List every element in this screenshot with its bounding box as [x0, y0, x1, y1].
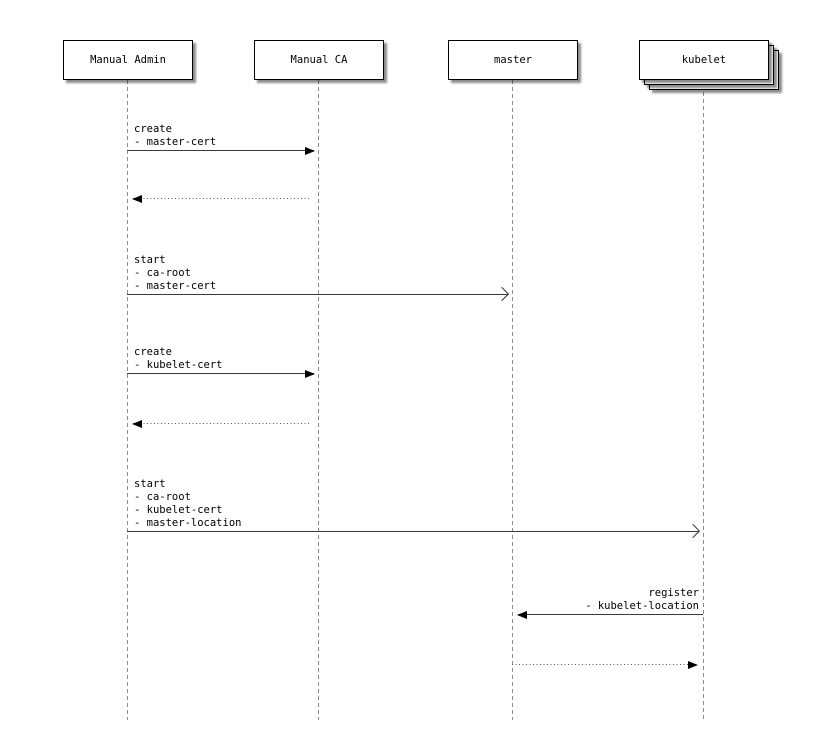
message-label: register - kubelet-location	[585, 587, 699, 612]
message-line-return	[512, 660, 698, 669]
message-line-return	[132, 419, 311, 428]
message-line-return	[132, 194, 311, 203]
actor-label: kubelet	[681, 54, 727, 66]
lifeline-manual-ca	[318, 80, 319, 720]
lifeline-manual-admin	[127, 80, 128, 720]
arrowhead-filled-icon	[305, 146, 315, 155]
arrowhead-open-icon	[494, 286, 510, 302]
actor-label: Manual Admin	[90, 54, 166, 66]
arrowhead-filled-icon	[132, 194, 142, 203]
message-label: create - master-cert	[134, 123, 217, 148]
lifeline-kubelet	[703, 92, 704, 720]
message-label: start - ca-root - kubelet-cert - master-…	[134, 478, 242, 529]
actor-box-kubelet: kubelet	[639, 40, 769, 80]
message-line-create-master-cert	[127, 146, 315, 155]
actor-box-manual-admin: Manual Admin	[63, 40, 193, 80]
actor-label: Manual CA	[290, 54, 348, 66]
actor-label: master	[494, 54, 532, 66]
message-label: start - ca-root - master-cert	[134, 254, 217, 292]
arrowhead-filled-icon	[132, 419, 142, 428]
arrowhead-filled-icon	[305, 369, 315, 378]
arrowhead-open-icon	[685, 523, 701, 539]
arrowhead-filled-icon	[517, 610, 527, 619]
message-line-start-kubelet	[127, 523, 701, 539]
actor-box-master: master	[448, 40, 578, 80]
actor-box-manual-ca: Manual CA	[254, 40, 384, 80]
message-label: create - kubelet-cert	[134, 346, 223, 371]
lifeline-master	[512, 80, 513, 720]
arrowhead-filled-icon	[688, 660, 698, 669]
message-line-register	[517, 610, 703, 619]
message-line-start-master	[127, 286, 510, 302]
message-line-create-kubelet-cert	[127, 369, 315, 378]
